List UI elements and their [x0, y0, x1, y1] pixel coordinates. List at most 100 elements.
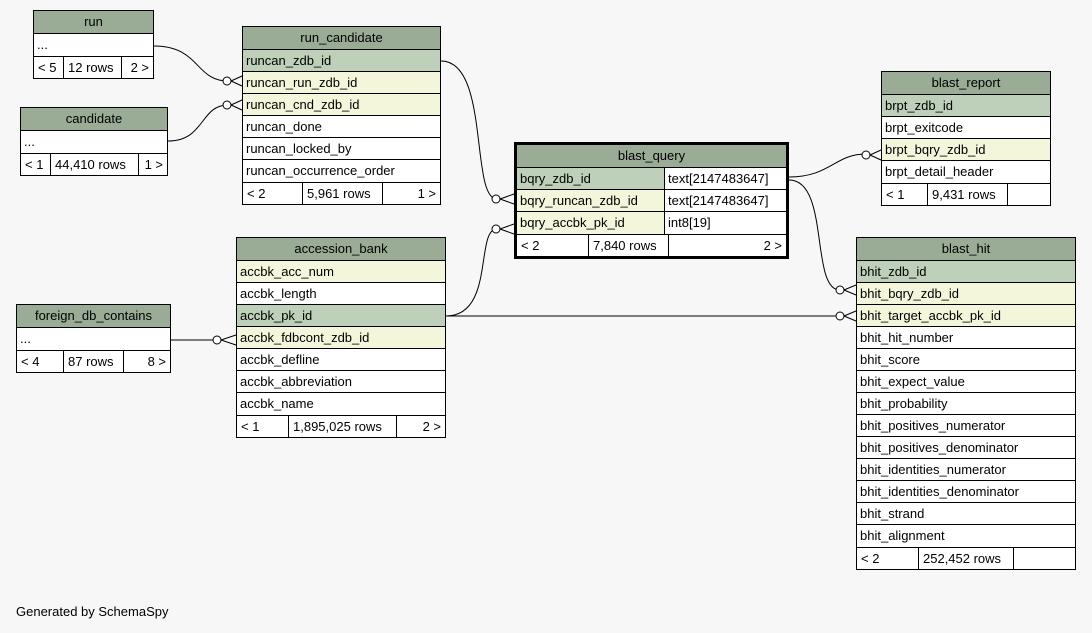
column-name: bhit_identities_numerator	[860, 462, 1006, 477]
column-row[interactable]: brpt_bqry_zdb_id	[882, 139, 1050, 161]
column-name: bhit_hit_number	[860, 330, 954, 345]
crowfoot-circle	[491, 224, 501, 234]
column-row[interactable]: accbk_defline	[237, 349, 445, 371]
edge-run-to-runcandidate	[153, 45, 229, 82]
prev-page-link[interactable]: < 2	[857, 548, 919, 569]
table-name: accession_bank	[237, 238, 445, 261]
column-row[interactable]: brpt_exitcode	[882, 117, 1050, 139]
prev-page-link[interactable]: < 1	[882, 184, 928, 205]
row-count: 5,961 rows	[303, 183, 383, 204]
column-row[interactable]: accbk_name	[237, 393, 445, 415]
column-row[interactable]: brpt_zdb_id	[882, 95, 1050, 117]
column-row[interactable]: accbk_acc_num	[237, 261, 445, 283]
prev-page-link[interactable]: < 1	[21, 154, 51, 175]
row-count: 252,452 rows	[919, 548, 1014, 569]
edge-runcandidate-to-blastquery	[440, 60, 498, 200]
row-count: 9,431 rows	[928, 184, 1008, 205]
column-row[interactable]: bhit_probability	[857, 393, 1075, 415]
column-name: runcan_zdb_id	[246, 53, 332, 68]
column-name: brpt_zdb_id	[885, 98, 953, 113]
crowfoot	[869, 149, 882, 161]
column-name: runcan_cnd_zdb_id	[246, 97, 360, 112]
next-page-link[interactable]: 8 >	[147, 354, 166, 369]
column-name: accbk_defline	[240, 352, 320, 367]
column-row[interactable]: bhit_identities_denominator	[857, 481, 1075, 503]
next-page-link[interactable]: 2 >	[763, 238, 782, 253]
row-count: 87 rows	[64, 351, 124, 372]
table-name: run_candidate	[243, 27, 440, 50]
next-page-link[interactable]: 2 >	[422, 419, 441, 434]
edge-candidate-to-runcandidate	[167, 104, 229, 142]
column-row[interactable]: accbk_abbreviation	[237, 371, 445, 393]
next-page-link[interactable]	[1008, 184, 1050, 205]
column-row[interactable]: ...	[34, 34, 153, 56]
next-page-link[interactable]: 2 >	[130, 60, 149, 75]
crowfoot	[843, 310, 857, 322]
table-name: blast_query	[517, 145, 786, 168]
column-row[interactable]: ...	[17, 328, 170, 350]
prev-page-link[interactable]: < 5	[34, 57, 64, 78]
column-name: brpt_detail_header	[885, 164, 994, 179]
column-name: bhit_alignment	[860, 528, 945, 543]
column-row[interactable]: bhit_expect_value	[857, 371, 1075, 393]
column-row[interactable]: brpt_detail_header	[882, 161, 1050, 183]
row-count: 7,840 rows	[589, 235, 669, 256]
column-row[interactable]: bhit_identities_numerator	[857, 459, 1075, 481]
prev-page-link[interactable]: < 1	[237, 416, 289, 437]
column-row[interactable]: runcan_run_zdb_id	[243, 72, 440, 94]
crowfoot	[220, 334, 237, 346]
column-row[interactable]: bhit_score	[857, 349, 1075, 371]
column-row[interactable]: bhit_zdb_id	[857, 261, 1075, 283]
column-name: runcan_run_zdb_id	[246, 75, 358, 90]
column-name: bhit_identities_denominator	[860, 484, 1019, 499]
column-name: runcan_locked_by	[246, 141, 352, 156]
next-page-link[interactable]: 1 >	[144, 157, 163, 172]
column-row[interactable]: bhit_positives_numerator	[857, 415, 1075, 437]
crowfoot	[499, 193, 515, 205]
column-name: bhit_zdb_id	[860, 264, 927, 279]
crowfoot-circle	[222, 100, 232, 110]
crowfoot	[230, 75, 243, 87]
prev-page-link[interactable]: < 4	[17, 351, 64, 372]
edge-blastquery-to-blastreport	[788, 153, 867, 178]
table-name: foreign_db_contains	[17, 305, 170, 328]
column-row[interactable]: bhit_hit_number	[857, 327, 1075, 349]
column-row[interactable]: runcan_done	[243, 116, 440, 138]
column-name: ...	[37, 37, 48, 52]
column-row[interactable]: accbk_length	[237, 283, 445, 305]
column-name: accbk_name	[240, 396, 314, 411]
column-name: accbk_fdbcont_zdb_id	[240, 330, 370, 345]
column-row[interactable]: runcan_zdb_id	[243, 50, 440, 72]
table-run-candidate[interactable]: run_candidate runcan_zdb_id runcan_run_zdb…	[242, 26, 441, 205]
next-page-link[interactable]	[1014, 548, 1075, 569]
prev-page-link[interactable]: < 2	[517, 235, 589, 256]
column-row[interactable]: bhit_positives_denominator	[857, 437, 1075, 459]
next-page-link[interactable]: 1 >	[417, 186, 436, 201]
column-row[interactable]: runcan_occurrence_order	[243, 160, 440, 182]
column-row[interactable]: bhit_strand	[857, 503, 1075, 525]
column-row[interactable]: runcan_locked_by	[243, 138, 440, 160]
column-row[interactable]: runcan_cnd_zdb_id	[243, 94, 440, 116]
column-row[interactable]: accbk_fdbcont_zdb_id	[237, 327, 445, 349]
column-row[interactable]: bhit_bqry_zdb_id	[857, 283, 1075, 305]
column-row[interactable]: bhit_target_accbk_pk_id	[857, 305, 1075, 327]
column-row[interactable]: ...	[21, 131, 167, 153]
column-row[interactable]: bhit_alignment	[857, 525, 1075, 547]
column-row[interactable]: accbk_pk_id	[237, 305, 445, 327]
prev-page-link[interactable]: < 2	[243, 183, 303, 204]
